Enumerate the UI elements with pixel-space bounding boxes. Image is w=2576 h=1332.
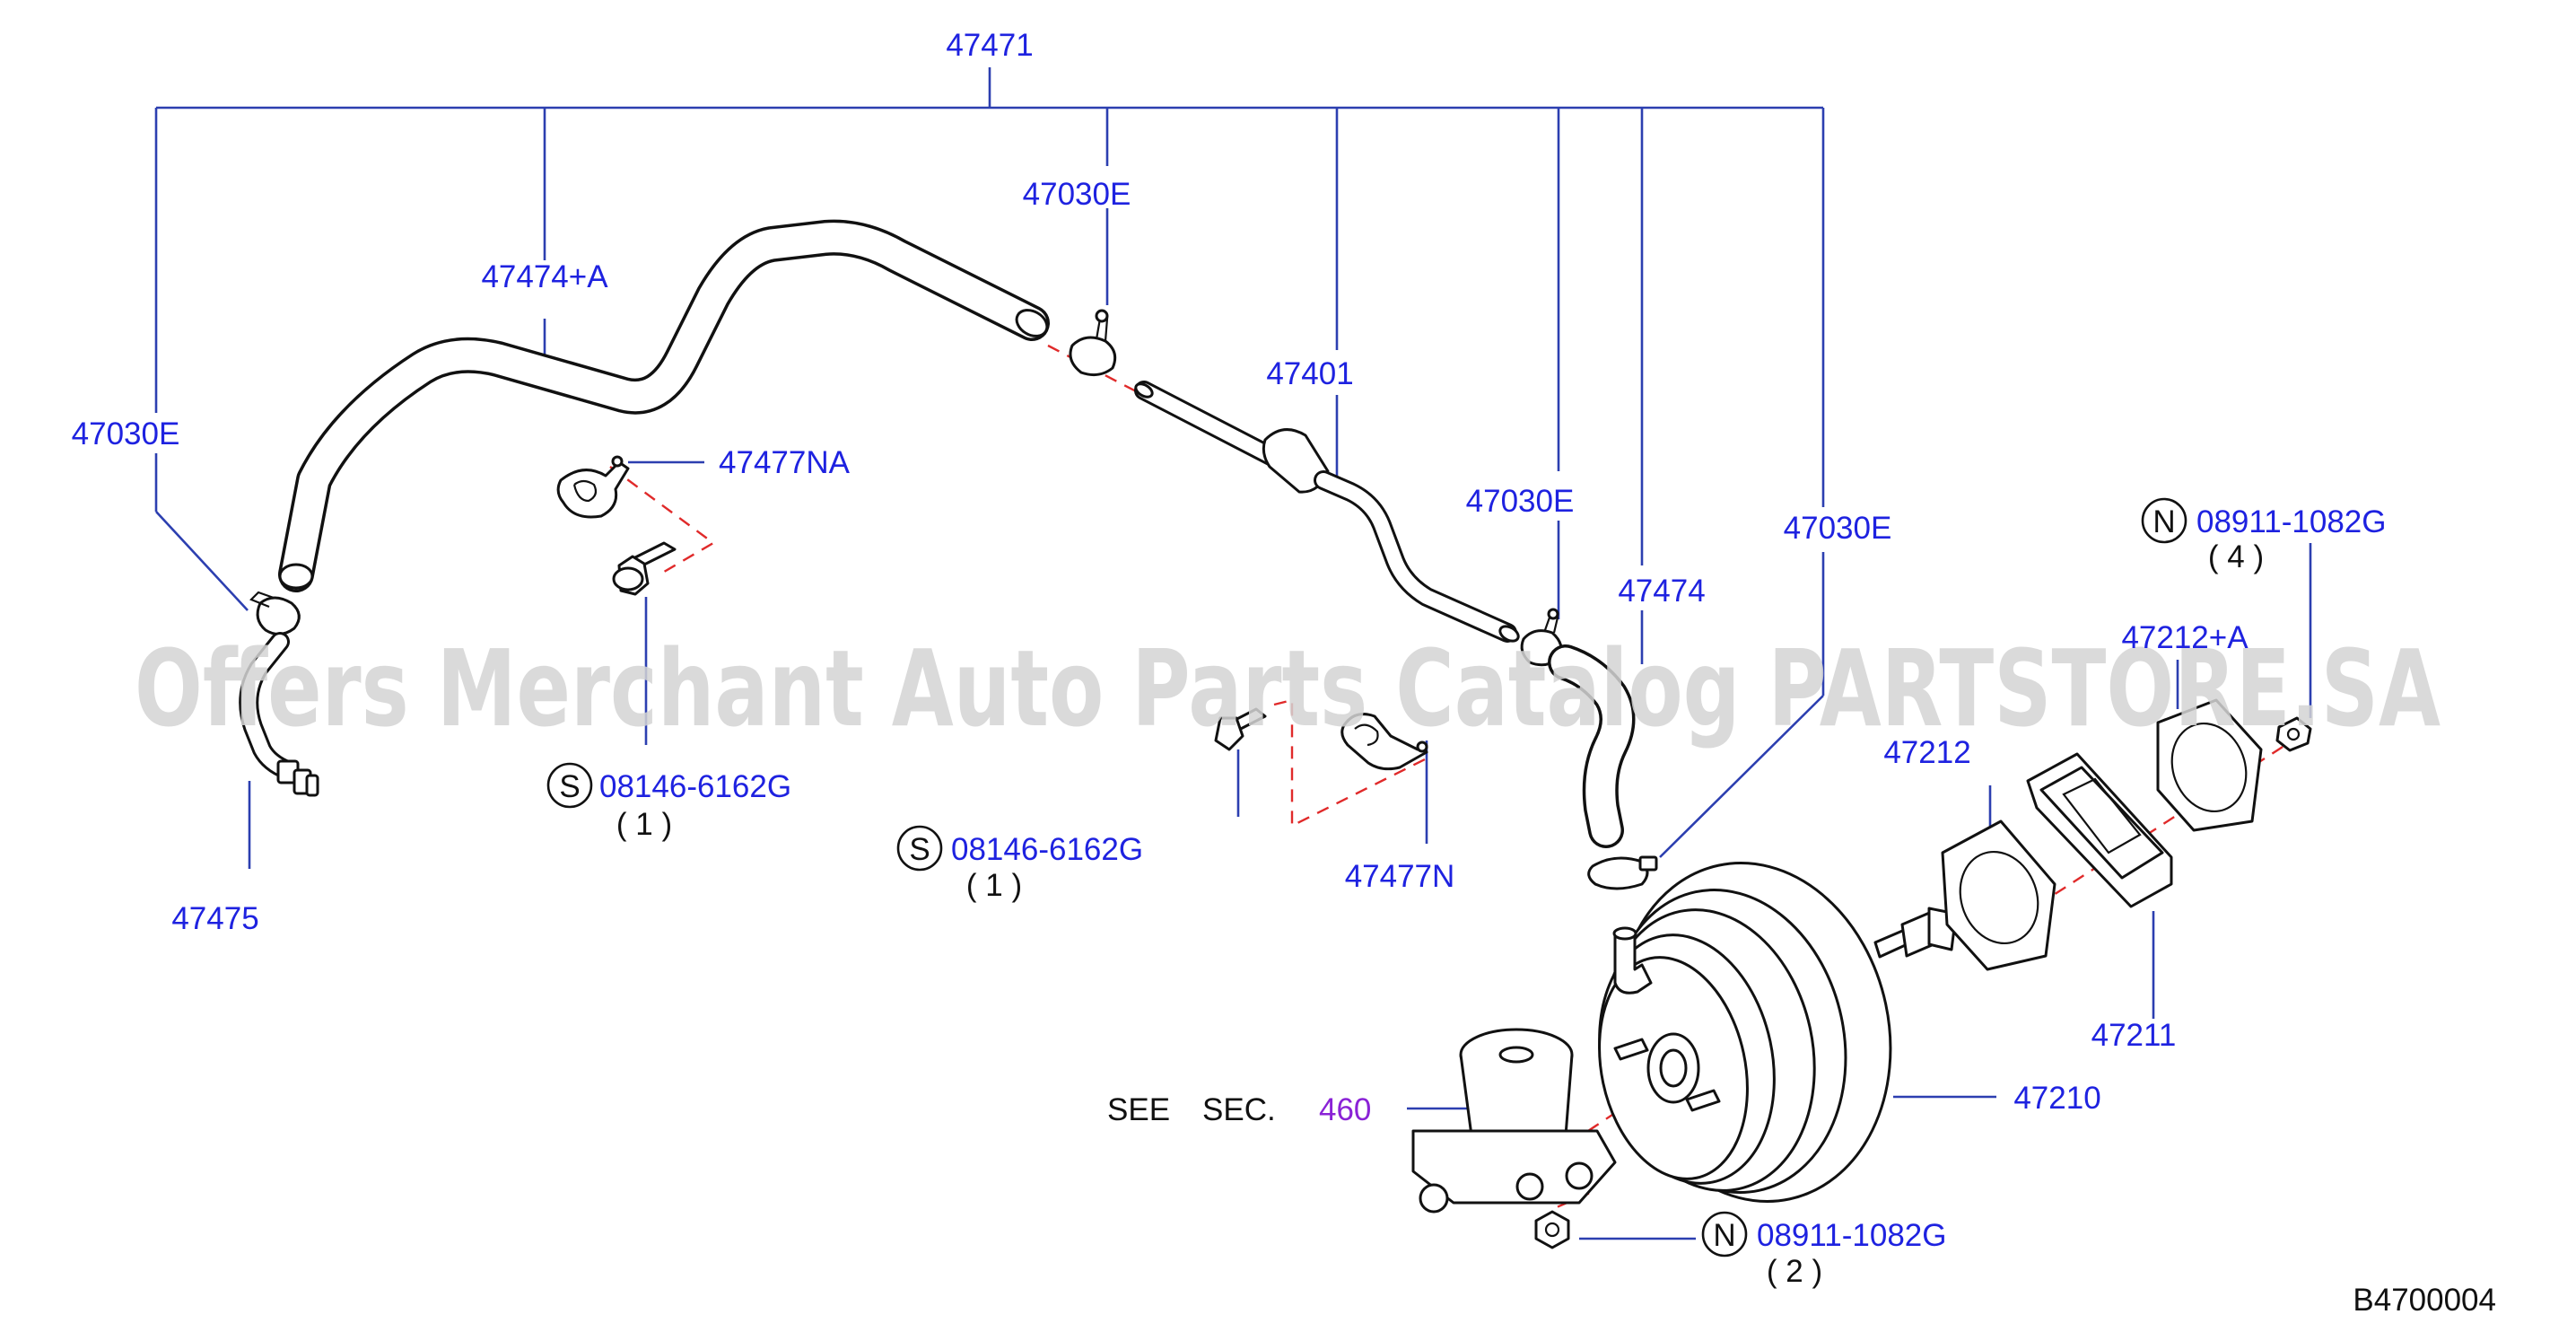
label-47211[interactable]: 47211 (2091, 1018, 2177, 1053)
marker-s-2-letter: S (909, 832, 930, 867)
bolt-08146-left (612, 541, 677, 596)
service-marker-n-bottom (1701, 1211, 1748, 1258)
label-47030e-right[interactable]: 47030E (1784, 511, 1892, 546)
gasket-47212 (1941, 819, 2056, 971)
diagram-code: B4700004 (2353, 1283, 2496, 1318)
marker-n-top-letter: N (2152, 504, 2175, 539)
sec-text: SEC. (1202, 1092, 1276, 1127)
label-47401[interactable]: 47401 (1266, 356, 1353, 391)
marker-s-1-letter: S (559, 769, 580, 804)
service-marker-s-2 (896, 825, 943, 872)
label-47474a[interactable]: 47474+A (481, 259, 608, 294)
vacuum-hose-short (1548, 644, 1636, 848)
check-valve-tube-47401 (1134, 381, 1520, 643)
label-08146-6162g-1[interactable]: 08146-6162G (599, 769, 791, 804)
part-labels: 47471 47474+A 47030E 47030E 47401 47477N… (72, 28, 2496, 1318)
qty-08146-6162g-2: ( 1 ) (966, 868, 1022, 903)
hose-clamp-lower (1587, 855, 1658, 890)
label-47212[interactable]: 47212 (1883, 735, 1970, 770)
nut-top (2275, 716, 2312, 752)
watermark-text: Offers Merchant Auto Parts Catalog PARTS… (135, 627, 2441, 750)
label-08146-6162g-2[interactable]: 08146-6162G (951, 832, 1143, 867)
qty-08146-6162g-1: ( 1 ) (616, 807, 672, 842)
label-08911-1082g-top[interactable]: 08911-1082G (2196, 504, 2386, 539)
label-47212a[interactable]: 47212+A (2121, 620, 2249, 655)
label-47030e-top[interactable]: 47030E (1023, 177, 1131, 212)
metal-tube-47475 (239, 632, 319, 797)
nut-bottom (1534, 1210, 1570, 1249)
label-47474[interactable]: 47474 (1618, 574, 1705, 609)
spacer-47211 (2026, 752, 2173, 908)
gasket-47212a (2156, 698, 2263, 832)
label-47477na[interactable]: 47477NA (719, 445, 851, 480)
label-47030e-mid[interactable]: 47030E (1466, 484, 1575, 519)
see-text: SEE (1107, 1092, 1170, 1127)
hose-clamp-left (249, 591, 301, 635)
label-47030e-left[interactable]: 47030E (72, 416, 180, 451)
bolt-08146-center (1214, 707, 1267, 751)
leader-lines (154, 67, 2312, 1240)
label-47471[interactable]: 47471 (946, 28, 1033, 63)
label-47477n[interactable]: 47477N (1345, 859, 1455, 894)
label-47475[interactable]: 47475 (171, 901, 258, 936)
label-08911-1082g-bottom[interactable]: 08911-1082G (1757, 1218, 1946, 1253)
hose-clamp-upper (1069, 309, 1117, 377)
marker-n-bottom-letter: N (1713, 1218, 1735, 1253)
section-link-460[interactable]: 460 (1319, 1092, 1371, 1127)
service-marker-n-top (2141, 497, 2187, 544)
label-47210[interactable]: 47210 (2013, 1081, 2100, 1116)
hose-clip-47477n (1340, 713, 1428, 771)
qty-08911-1082g-top: ( 4 ) (2208, 539, 2264, 574)
brake-booster-47210 (1598, 862, 1958, 1203)
master-cylinder (1411, 1028, 1617, 1214)
service-marker-s-1 (546, 762, 593, 809)
vacuum-hose-long (278, 219, 1050, 592)
qty-08911-1082g-bottom: ( 2 ) (1767, 1254, 1822, 1289)
hose-clip-47477na (556, 455, 630, 519)
